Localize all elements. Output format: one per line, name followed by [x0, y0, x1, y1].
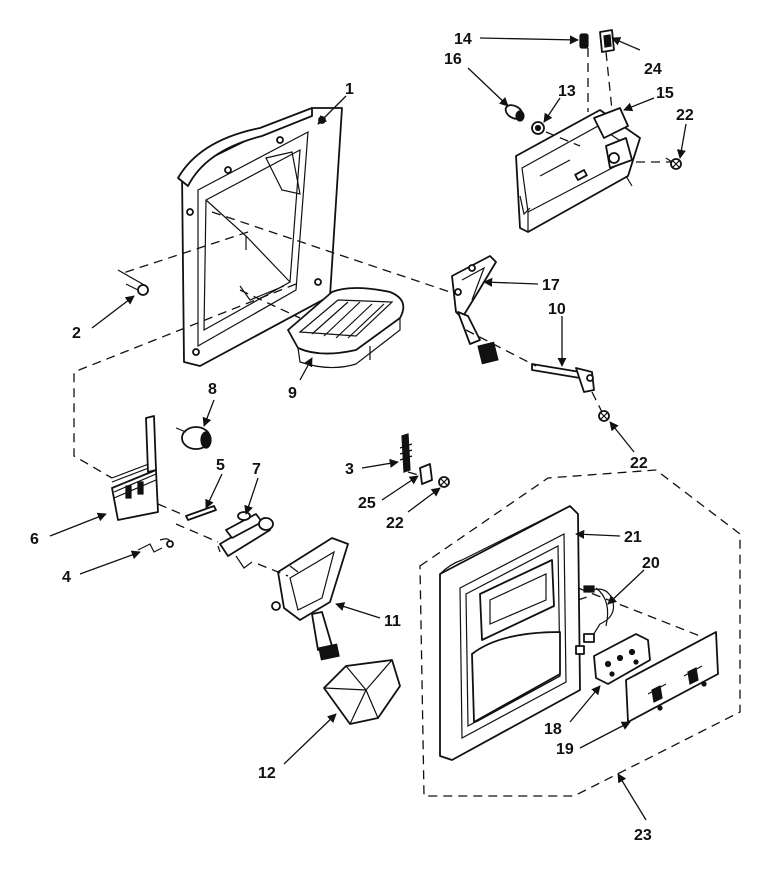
dispenser-module-part — [111, 415, 159, 521]
callout-14: 14 — [454, 31, 472, 48]
dashed-guide-switch — [407, 471, 423, 477]
dashed-guide-frame-to-lever — [211, 211, 451, 293]
dashed-guide-module-to-pin — [157, 503, 187, 517]
drip-tray-part — [287, 287, 405, 369]
callout-20: 20 — [642, 555, 660, 572]
callout-19: 19 — [556, 741, 574, 758]
callout-7: 7 — [252, 461, 261, 478]
leader-lines — [49, 35, 687, 821]
shaft-part-10 — [531, 363, 595, 393]
callout-17: 17 — [542, 277, 560, 294]
callout-24: 24 — [644, 61, 662, 78]
screw-part-22-top — [665, 157, 682, 170]
nut-part-13 — [531, 121, 545, 135]
callout-9: 9 — [288, 385, 297, 402]
callout-16: 16 — [444, 51, 462, 68]
callout-18: 18 — [544, 721, 562, 738]
spring-clip-part — [137, 538, 174, 553]
insulator-part-25 — [419, 463, 433, 485]
dashed-guide-frame-to-tray — [239, 289, 301, 319]
callout-12: 12 — [258, 765, 276, 782]
dashed-guide-panel-to-harness — [577, 595, 591, 601]
dashed-assembly-outline-23 — [419, 469, 741, 797]
dashed-guide-lever-to-shaft — [465, 329, 537, 367]
actuator-bracket-part — [217, 511, 274, 569]
dashed-guide-pin — [175, 523, 219, 543]
front-panel-part-21 — [439, 505, 581, 761]
callout-1: 1 — [345, 81, 354, 98]
callout-8: 8 — [208, 381, 217, 398]
callout-5: 5 — [216, 457, 225, 474]
dashed-guide-shaft-to-screw — [591, 391, 603, 413]
callout-22-top: 22 — [676, 107, 694, 124]
dashed-guide-plate — [605, 51, 613, 111]
wiring-harness-part-20 — [575, 585, 615, 655]
callout-22-right: 22 — [630, 455, 648, 472]
pin-part-5 — [185, 505, 217, 521]
insert-part-14 — [579, 33, 589, 49]
callout-11: 11 — [384, 613, 401, 630]
screw-part-22-right — [598, 410, 610, 422]
dashed-guide-frame-left — [119, 231, 249, 275]
dashed-guide-panel-to-board — [577, 587, 701, 637]
callout-10: 10 — [548, 301, 566, 318]
switch-part-3 — [399, 433, 413, 473]
screw-part-2 — [117, 269, 149, 296]
control-overlay-part-19 — [625, 631, 719, 723]
lever-arm-part — [451, 255, 499, 365]
bracket-assembly-part-15 — [515, 107, 641, 233]
motor-cap-part — [175, 426, 212, 450]
callout-2: 2 — [72, 325, 81, 342]
callout-3: 3 — [345, 461, 354, 478]
ice-funnel-part — [323, 659, 401, 725]
dashed-guide-bracket-to-paddle — [257, 563, 289, 577]
control-board-part-18 — [593, 633, 651, 685]
ice-paddle-part — [271, 537, 349, 661]
knob-part-16 — [504, 104, 525, 122]
callout-13: 13 — [558, 83, 576, 100]
callout-22-center: 22 — [386, 515, 404, 532]
callout-23: 23 — [634, 827, 652, 844]
callout-4: 4 — [62, 569, 71, 586]
callout-25: 25 — [358, 495, 376, 512]
dashed-guide-knob-to-bracket — [545, 131, 581, 147]
callout-6: 6 — [30, 531, 39, 548]
callout-21: 21 — [624, 529, 642, 546]
plate-part-24 — [599, 29, 615, 53]
callout-15: 15 — [656, 85, 674, 102]
screw-part-22-center — [438, 476, 450, 488]
